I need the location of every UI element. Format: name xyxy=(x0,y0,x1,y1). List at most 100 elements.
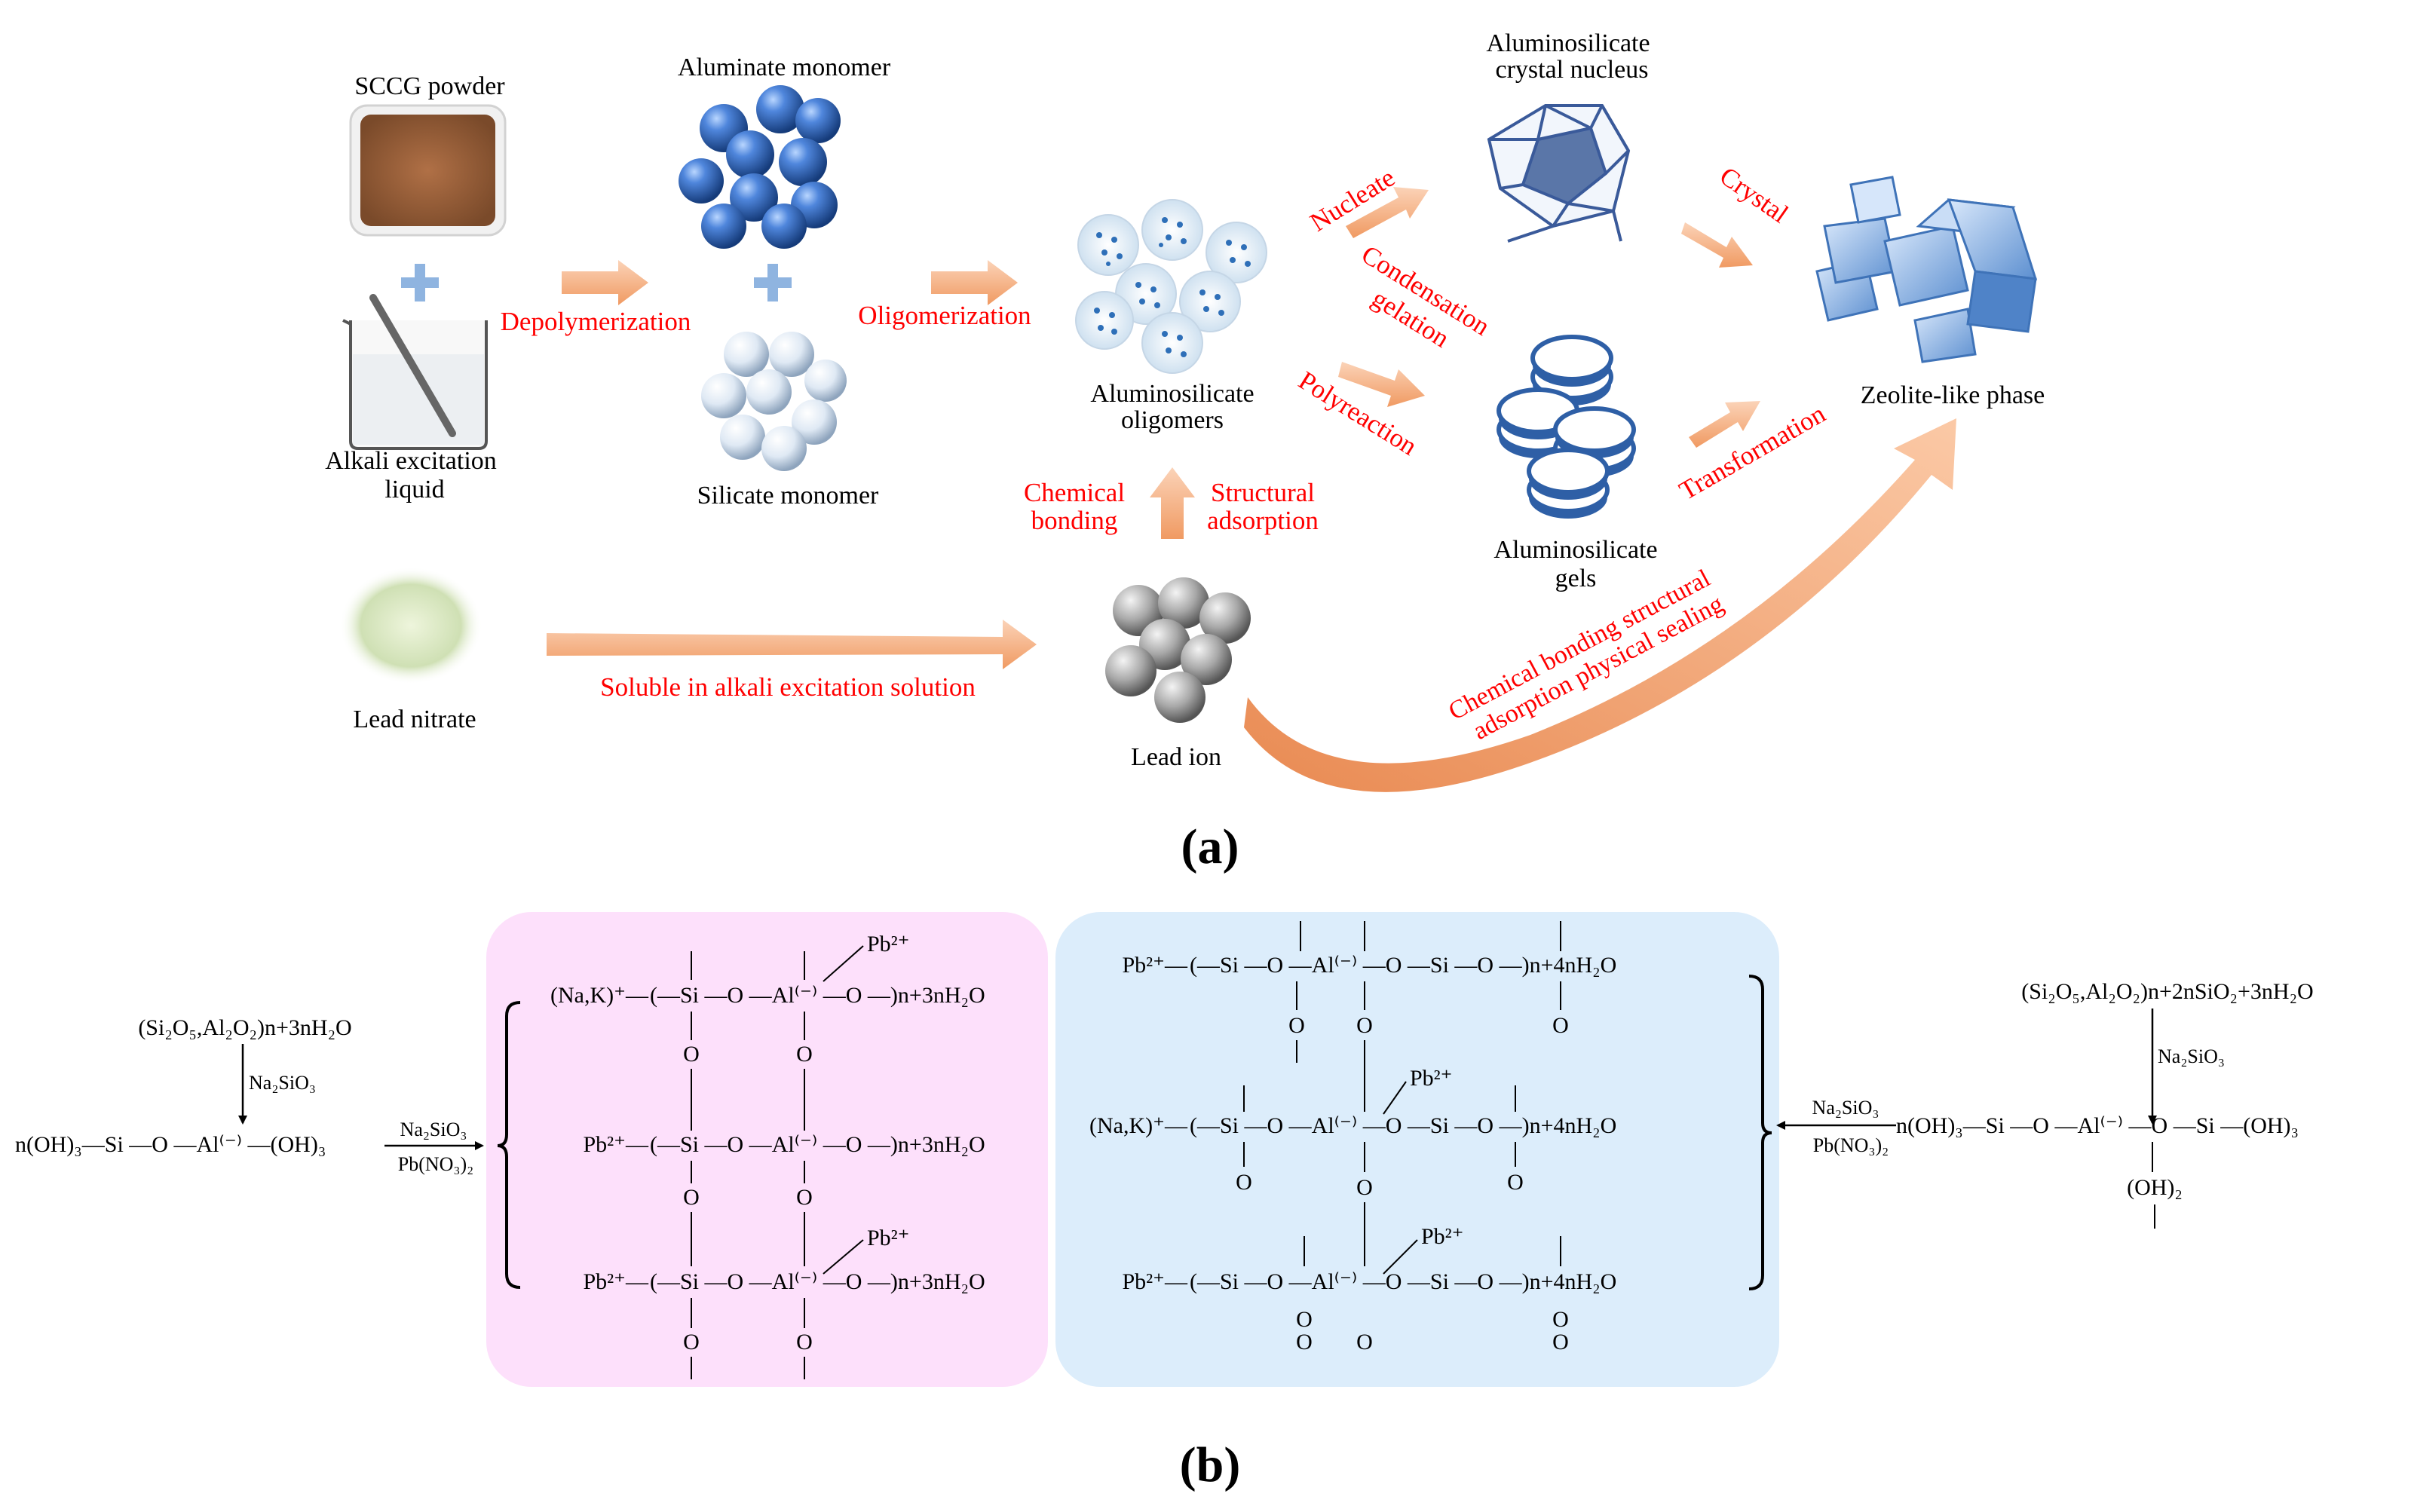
nucleate-arrow xyxy=(1346,187,1429,238)
blue-row-1-body: (—Si —O —Al⁽⁻⁾ —O —Si —O —)n+4nH₂O xyxy=(1190,953,1616,978)
pink-o-2: O xyxy=(796,1042,813,1067)
nucleus-label-1: Aluminosilicate xyxy=(1486,29,1650,57)
pink-row-1-body: (—Si —O —Al⁽⁻⁾ —O —)n+3nH₂O xyxy=(650,983,985,1008)
plus-icon-2 xyxy=(754,264,792,301)
pink-pb-1: Pb²⁺ xyxy=(867,932,910,956)
crystal-label: Crystal xyxy=(1714,161,1794,229)
pink-row-2-body: (—Si —O —Al⁽⁻⁾ —O —)n+3nH₂O xyxy=(650,1132,985,1157)
left-intermediate: n(OH)₃—Si —O —Al⁽⁻⁾ —(OH)₃ xyxy=(15,1132,326,1157)
gels-label-1: Aluminosilicate xyxy=(1493,536,1657,564)
transformation-arrow xyxy=(1689,401,1760,448)
blue-background xyxy=(1055,912,1779,1387)
blue-bonds xyxy=(1243,921,1561,1275)
blue-row-2-lead: (Na,K)⁺— xyxy=(1089,1113,1188,1138)
lead-ion-label: Lead ion xyxy=(1131,743,1221,771)
blue-row-3-body: (—Si —O —Al⁽⁻⁾ —O —Si —O —)n+4nH₂O xyxy=(1190,1269,1616,1294)
plus-icon xyxy=(401,264,439,301)
blue-row-2-body: (—Si —O —Al⁽⁻⁾ —O —Si —O —)n+4nH₂O xyxy=(1190,1113,1616,1138)
blue-brace xyxy=(1748,975,1772,1290)
structural-adsorption-label-1: Structural xyxy=(1211,478,1315,507)
panel-a: SCCG powder Alkali excitation liquid Lea… xyxy=(325,29,2045,874)
crystal-nucleus-icon xyxy=(1487,104,1631,243)
blue-structures: Pb²⁺— (—Si —O —Al⁽⁻⁾ —O —Si —O —)n+4nH₂O… xyxy=(1089,953,1616,1354)
pink-brace xyxy=(497,1001,521,1289)
pink-row-3-lead: Pb²⁺— xyxy=(583,1269,649,1294)
zeolite-icon xyxy=(1815,176,2038,363)
oligomerization-arrow xyxy=(931,260,1018,305)
blue-row-1-lead: Pb²⁺— xyxy=(1122,953,1188,978)
pink-o-1: O xyxy=(683,1042,700,1067)
up-arrow xyxy=(1150,467,1195,539)
panel-a-label: (a) xyxy=(1181,819,1239,874)
alkali-liquid-label-2: liquid xyxy=(384,476,444,503)
gels-icon xyxy=(1497,335,1636,519)
blue-pb-1: Pb²⁺ xyxy=(1410,1066,1453,1091)
aluminate-monomer-label: Aluminate monomer xyxy=(678,54,891,81)
blue-o-5: O xyxy=(1356,1175,1373,1200)
blue-o-4: O xyxy=(1236,1170,1252,1195)
right-reagent-bottom: Pb(NO₃)₂ xyxy=(1813,1134,1889,1156)
blue-o-7: O xyxy=(1296,1307,1313,1332)
silicate-monomer-label: Silicate monomer xyxy=(697,482,879,510)
nucleus-label-2: crystal nucleus xyxy=(1496,56,1649,84)
blue-o-11: O xyxy=(1552,1330,1569,1354)
pink-row-1-lead: (Na,K)⁺— xyxy=(550,983,649,1008)
soluble-arrow xyxy=(547,620,1037,669)
blue-o-2: O xyxy=(1356,1013,1373,1038)
pink-bonds xyxy=(691,945,864,1379)
alkali-liquid-label-1: Alkali excitation xyxy=(325,447,497,475)
pink-o-5: O xyxy=(683,1330,700,1354)
crystal-arrow xyxy=(1681,222,1753,268)
left-reagent-top: Na₂SiO₃ xyxy=(400,1119,467,1140)
lead-ion-cluster xyxy=(1105,577,1251,723)
depolymerization-label: Depolymerization xyxy=(501,307,691,336)
pink-o-4: O xyxy=(796,1185,813,1210)
right-reagent-down: Na₂SiO₃ xyxy=(2158,1045,2225,1067)
blue-o-8: O xyxy=(1356,1330,1373,1354)
oligomerization-label: Oligomerization xyxy=(858,301,1031,330)
left-reagent-bottom: Pb(NO₃)₂ xyxy=(398,1153,473,1175)
blue-o-6: O xyxy=(1507,1170,1524,1195)
silicate-monomer-cluster xyxy=(701,332,847,471)
sealing-curve-arrow xyxy=(1244,418,1956,792)
blue-row-3-lead: Pb²⁺— xyxy=(1122,1269,1188,1294)
right-reagent-top: Na₂SiO₃ xyxy=(1812,1097,1879,1119)
sccg-powder-label: SCCG powder xyxy=(354,72,505,100)
blue-o-1: O xyxy=(1288,1013,1305,1038)
depolymerization-arrow xyxy=(562,260,648,305)
zeolite-label: Zeolite-like phase xyxy=(1861,381,2045,409)
panel-b-label: (b) xyxy=(1180,1437,1241,1492)
aluminate-monomer-cluster xyxy=(679,85,841,249)
oligomers-cluster xyxy=(1075,199,1267,374)
chemical-bonding-label-1: Chemical xyxy=(1024,478,1125,507)
gelation-arrow xyxy=(1338,362,1425,407)
structural-adsorption-label-2: adsorption xyxy=(1207,506,1319,535)
soluble-label: Soluble in alkali excitation solution xyxy=(600,672,976,702)
left-reagent-down: Na₂SiO₃ xyxy=(249,1072,316,1094)
blue-o-9: O xyxy=(1552,1307,1569,1332)
left-reactant: (Si₂O₅,Al₂O₂)n+3nH₂O xyxy=(138,1015,351,1040)
oligomers-label-2: oligomers xyxy=(1121,406,1224,434)
lead-nitrate-label: Lead nitrate xyxy=(353,705,476,733)
gels-label-2: gels xyxy=(1555,565,1597,592)
pink-o-3: O xyxy=(683,1185,700,1210)
pink-pb-2: Pb²⁺ xyxy=(867,1226,910,1250)
pink-background xyxy=(486,912,1048,1387)
right-intermediate: n(OH)₃—Si —O —Al⁽⁻⁾ —O —Si —(OH)₃ xyxy=(1896,1113,2299,1138)
panel-b: (Si₂O₅,Al₂O₂)n+3nH₂O Na₂SiO₃ n(OH)₃—Si —… xyxy=(15,912,2314,1492)
pink-row-2-lead: Pb²⁺— xyxy=(583,1132,649,1157)
right-substituent: (OH)₂ xyxy=(2127,1175,2183,1200)
lead-nitrate-image xyxy=(339,567,483,684)
blue-o-10: O xyxy=(1296,1330,1313,1354)
right-reactant: (Si₂O₅,Al₂O₂)n+2nSiO₂+3nH₂O xyxy=(2021,979,2313,1004)
pink-row-3-body: (—Si —O —Al⁽⁻⁾ —O —)n+3nH₂O xyxy=(650,1269,985,1294)
blue-pb-2: Pb²⁺ xyxy=(1421,1224,1464,1249)
pink-structures: (Na,K)⁺— (—Si —O —Al⁽⁻⁾ —O —)n+3nH₂O Pb²… xyxy=(550,932,985,1354)
beaker-icon xyxy=(342,294,488,450)
blue-o-3: O xyxy=(1552,1013,1569,1038)
chemical-bonding-label-2: bonding xyxy=(1031,506,1118,535)
sccg-powder-image xyxy=(349,104,507,237)
pink-o-6: O xyxy=(796,1330,813,1354)
oligomers-label-1: Aluminosilicate xyxy=(1090,380,1254,408)
